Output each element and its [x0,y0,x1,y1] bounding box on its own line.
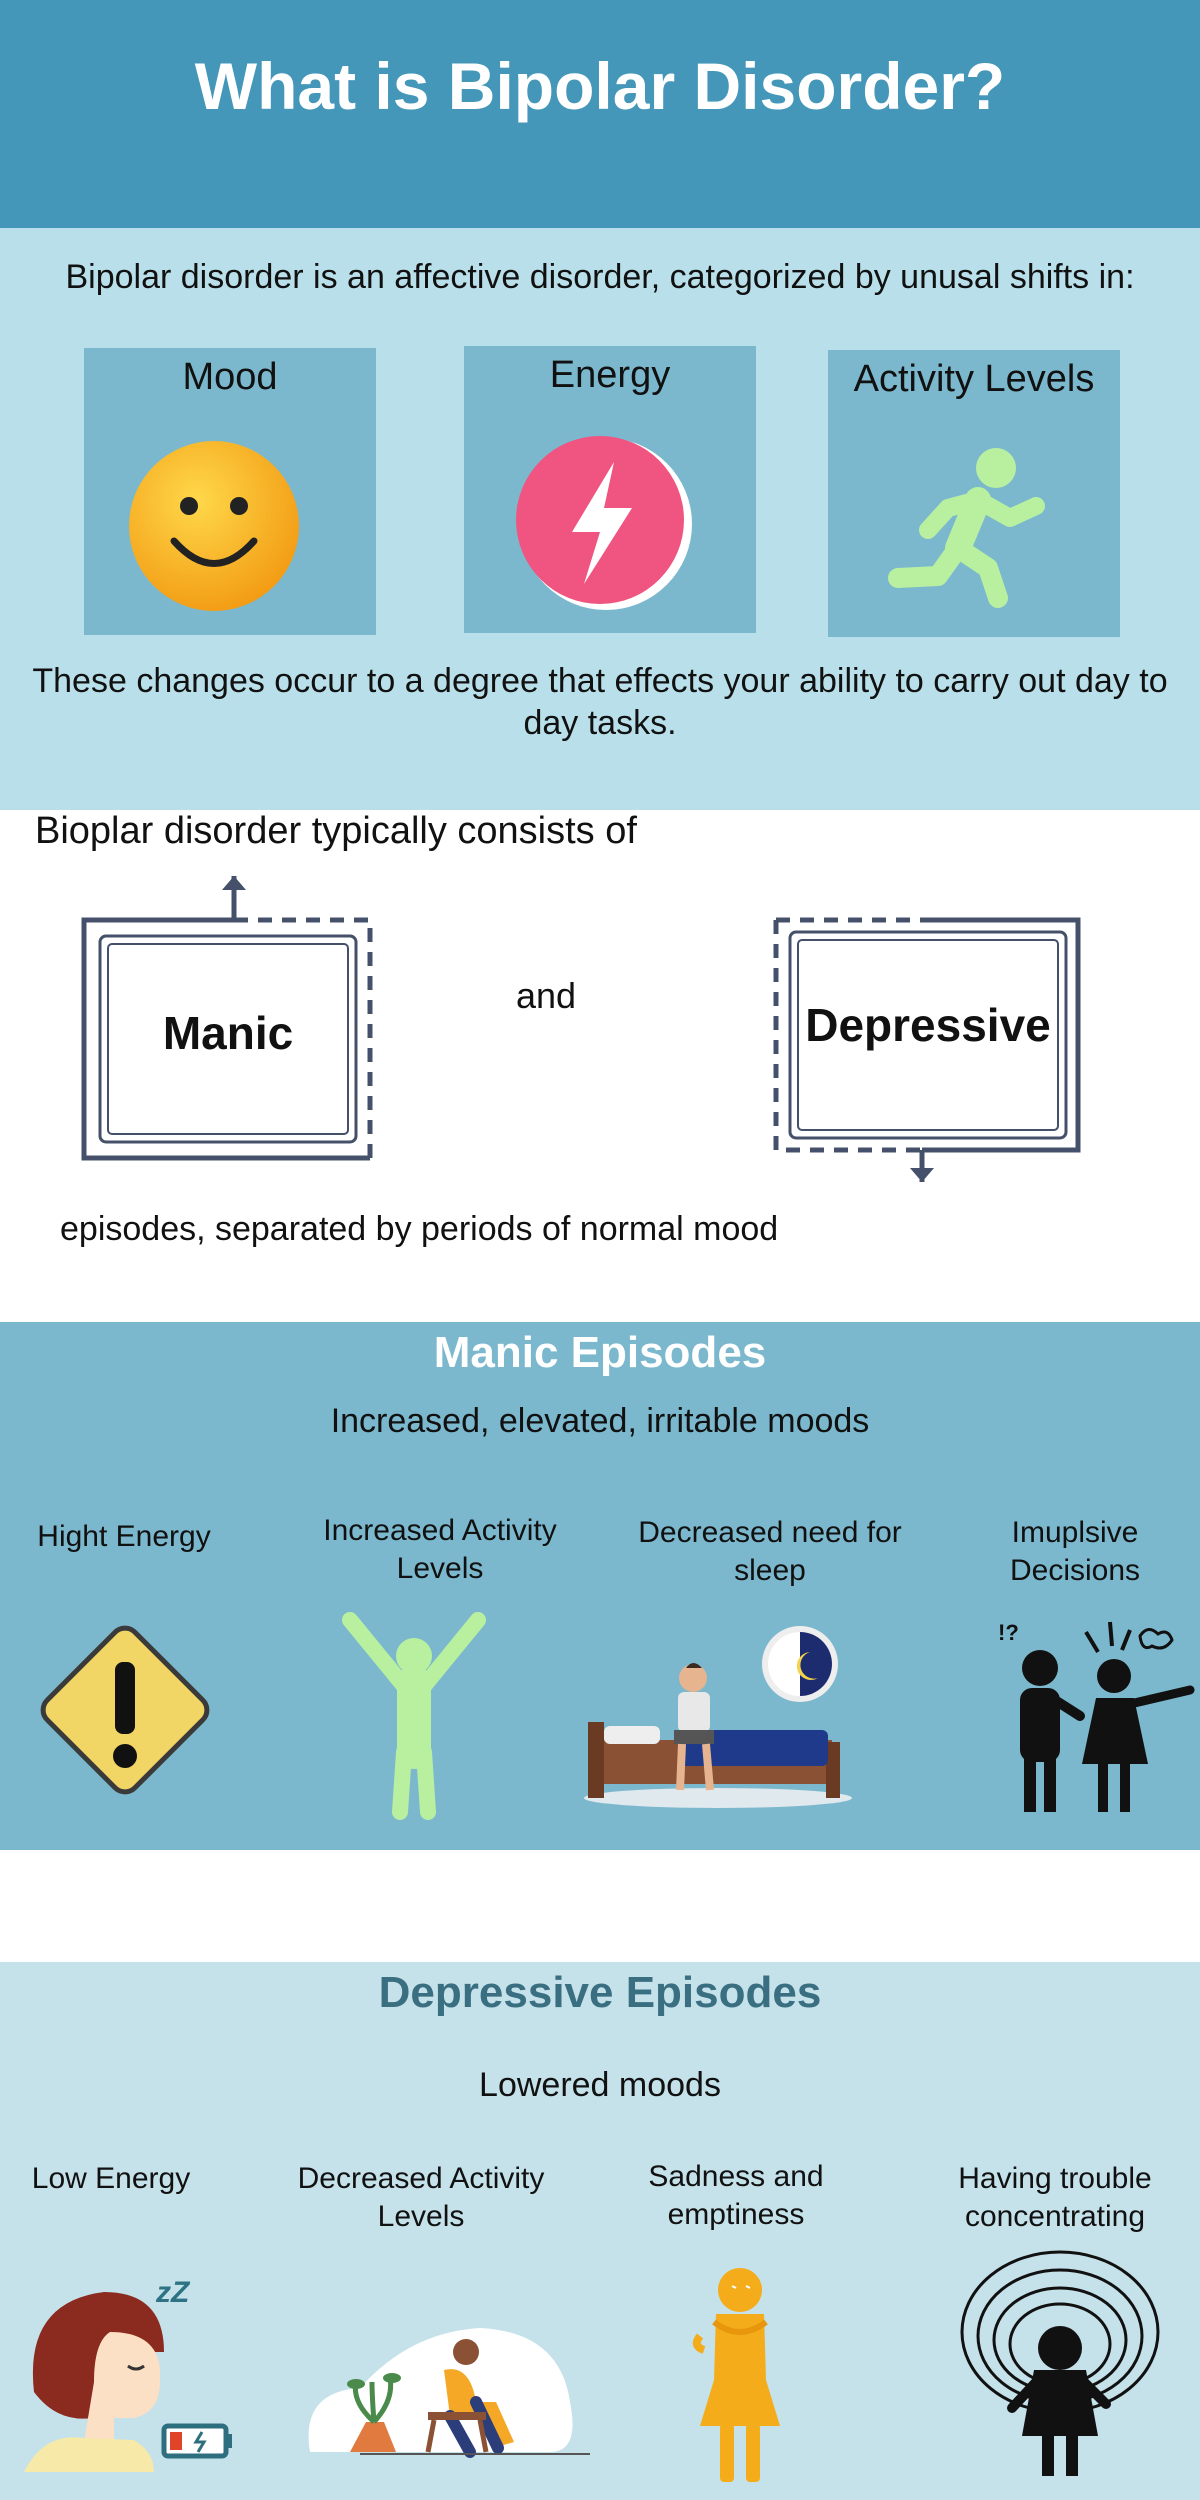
card-mood: Mood [84,348,376,635]
manic-subtitle: Increased, elevated, irritable moods [330,1402,870,1440]
depressive-item-label: Decreased Activity Levels [297,2162,545,2233]
svg-text:zZ: zZ [155,2276,191,2309]
cycle-section: Bioplar disorder typically consists of M… [0,810,1200,1322]
running-person-icon [888,448,1045,608]
card-energy: Energy [464,346,756,633]
sitting-dejected-person-icon [308,2328,590,2458]
confused-spiral-person-icon [960,2250,1160,2476]
manic-item-label: Decreased need for sleep [638,1516,902,1587]
lightning-icon [516,436,692,610]
card-activity: Activity Levels [828,350,1120,637]
page-title: What is Bipolar Disorder? [194,49,1006,123]
intro-section: Bipolar disorder is an affective disorde… [0,228,1200,810]
arms-raised-person-icon [342,1612,486,1820]
cycle-title: Bioplar disorder typically consists of [35,810,637,852]
manic-item-label: Imuplsive Decisions [1009,1516,1141,1587]
manic-cycle-frame [81,876,373,1161]
depressive-section: Depressive Episodes Lowered moods Low En… [0,1962,1200,2500]
depressive-item-label: Low Energy [31,2162,191,2195]
and-text: and [516,975,577,1016]
manic-item-label: Increased Activity Levels [323,1514,557,1585]
card-mood-label: Mood [182,356,278,398]
depressive-subtitle: Lowered moods [479,2066,721,2104]
manic-title: Manic Episodes [433,1328,767,1377]
intro-lead-text: Bipolar disorder is an affective disorde… [65,258,1135,296]
awake-in-bed-icon [584,1626,852,1808]
card-energy-label: Energy [549,354,671,396]
smiley-icon [129,441,299,611]
manic-box-label: Manic [162,1007,294,1059]
manic-section: Manic Episodes Increased, elevated, irri… [0,1322,1200,1850]
arguing-people-icon: !? [998,1620,1195,1812]
depressive-cycle-frame [773,917,1081,1182]
sad-person-icon [692,2268,780,2482]
page-header: What is Bipolar Disorder? [0,0,1200,228]
depressive-item-label: Having trouble concentrating [958,2162,1152,2233]
manic-item-label: Hight Energy [37,1520,211,1553]
tired-person-low-battery-icon: zZ [24,2276,232,2472]
depressive-title: Depressive Episodes [378,1968,822,2017]
warning-sign-icon [40,1625,210,1795]
svg-text:!?: !? [998,1620,1019,1645]
intro-note-text: These changes occur to a degree that eff… [32,662,1168,742]
card-activity-label: Activity Levels [853,358,1095,400]
depressive-item-label: Sadness and emptiness [648,2160,824,2231]
cycle-tail-text: episodes, separated by periods of normal… [60,1210,779,1248]
depressive-box-label: Depressive [805,999,1051,1051]
